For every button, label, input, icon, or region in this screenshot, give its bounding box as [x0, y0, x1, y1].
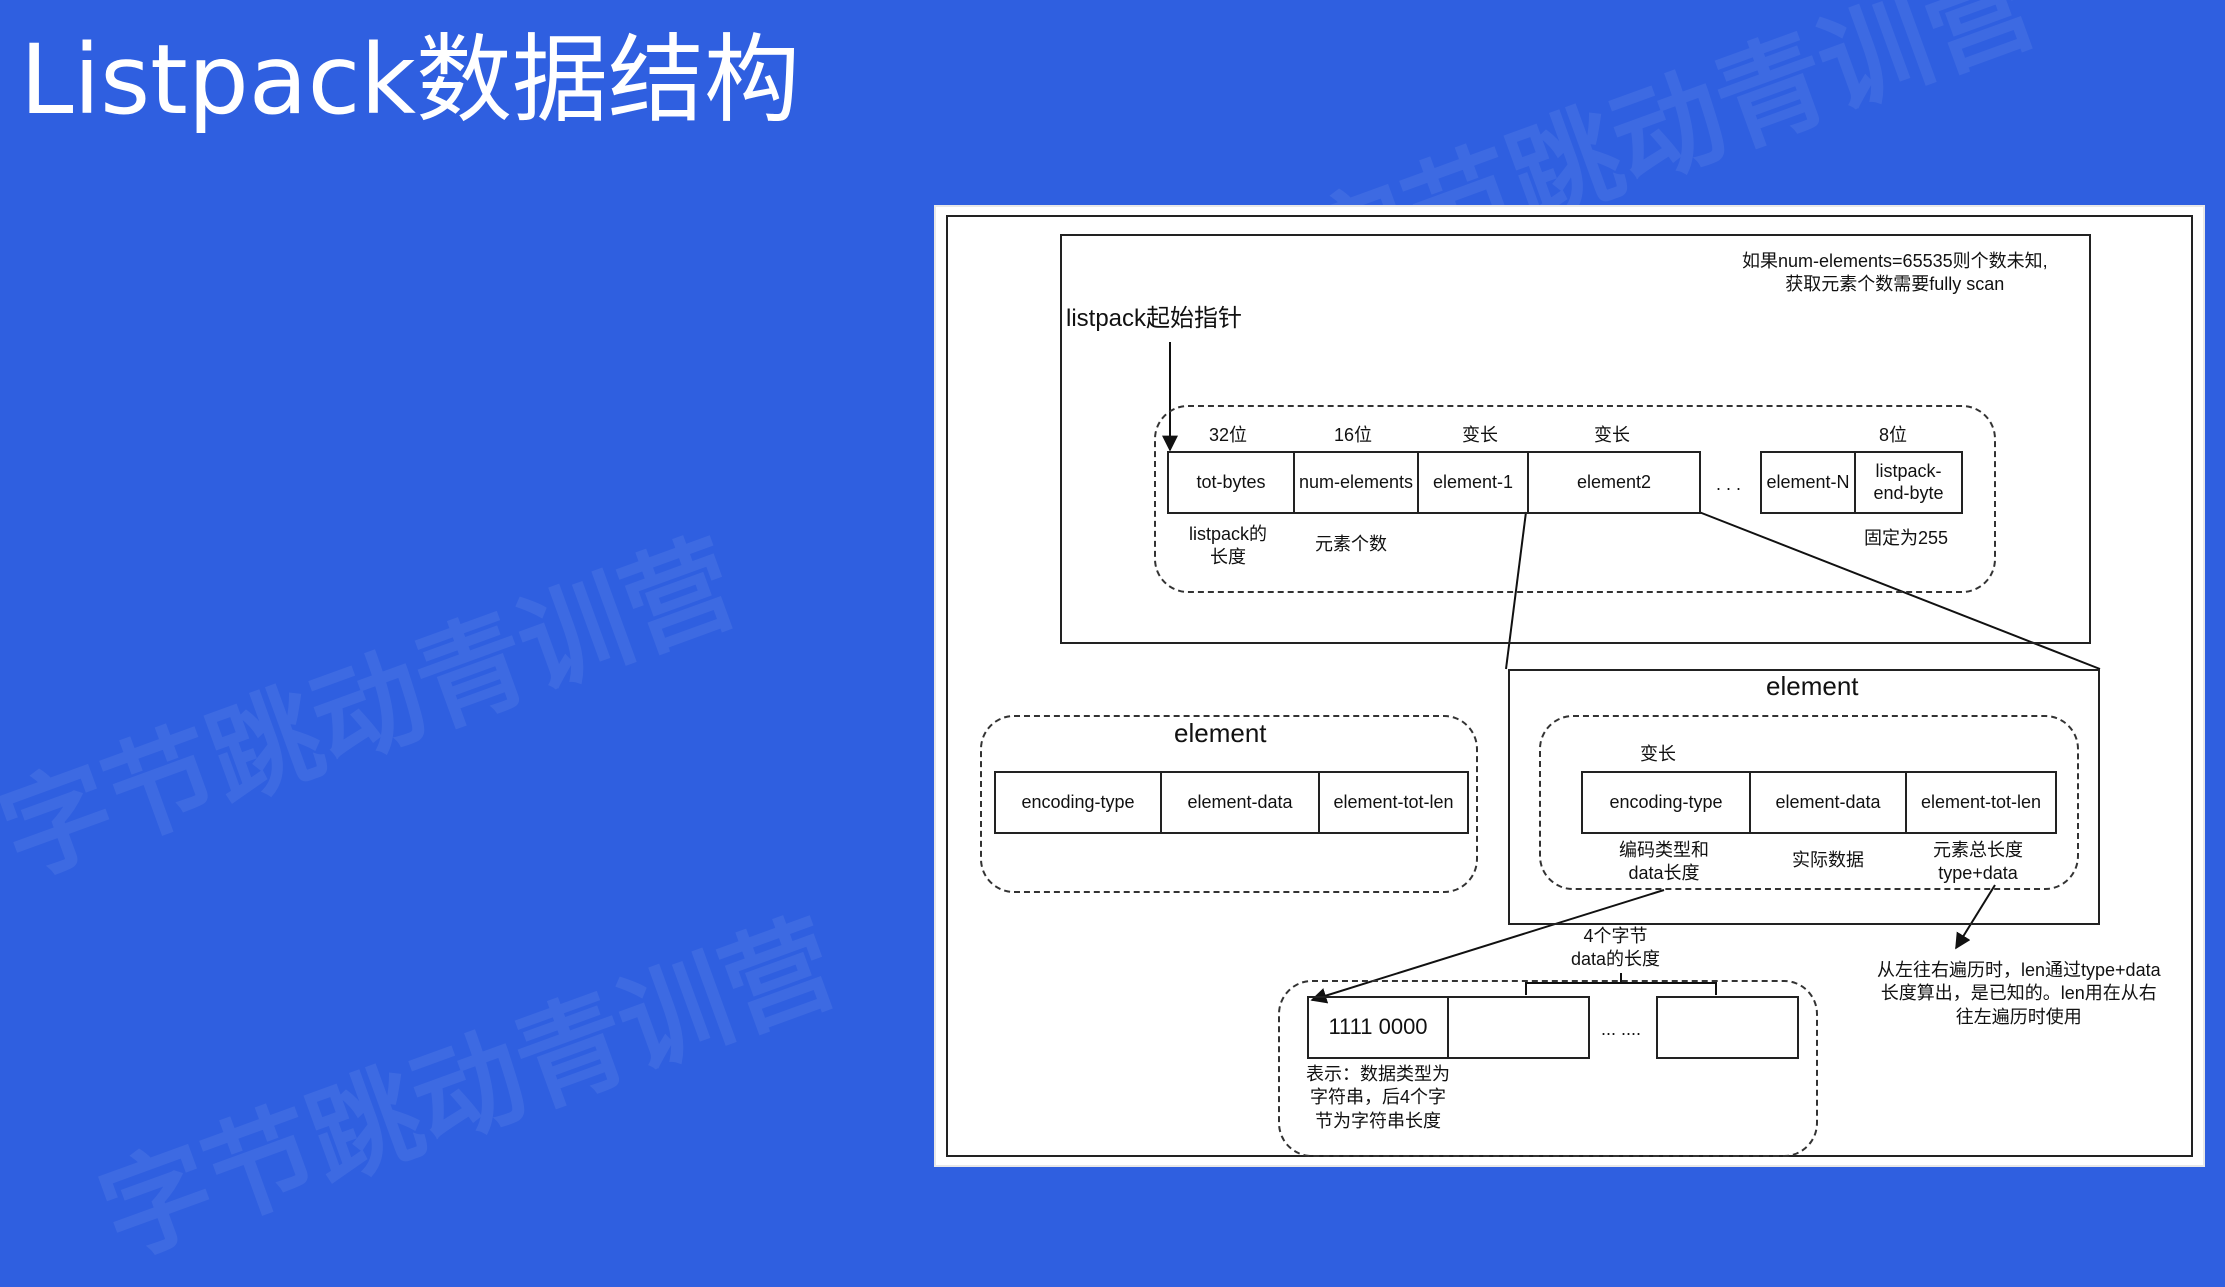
cell-element-n: element-N [1762, 453, 1856, 512]
cell-element-1: element-1 [1419, 453, 1529, 512]
listpack-row: tot-bytes num-elements element-1 element… [1167, 451, 1701, 514]
desc-tot-bytes: listpack的 长度 [1189, 523, 1267, 570]
bytes-label-line-2: data的长度 [1571, 949, 1661, 970]
right-note-line-3: 往左遍历时使用 [1955, 1006, 2082, 1027]
cell-byte-1 [1449, 998, 1588, 1057]
left-element-title: element [1174, 718, 1267, 748]
left-element-group [980, 715, 1478, 893]
desc-end-byte: 固定为255 [1864, 528, 1949, 548]
header-16: 16位 [1334, 425, 1373, 445]
right-note-line-1: 从左往右遍历时，len通过type+data [1877, 960, 2161, 980]
note-line-1: 如果num-elements=65535则个数未知, [1742, 251, 2048, 271]
listpack-dashed-group [1154, 405, 1996, 593]
desc-tot-bytes-line-2: 长度 [1210, 547, 1247, 568]
listpack-row-tail: element-N listpack-end-byte [1760, 451, 1963, 514]
desc-tot-bytes-line-1: listpack的 [1189, 524, 1268, 544]
bytes-label: 4个字节 data的长度 [1571, 925, 1660, 972]
right-element-group [1539, 715, 2079, 890]
encoding-desc-line-3: 节为字符串长度 [1315, 1110, 1441, 1131]
desc-num-elements: 元素个数 [1315, 534, 1387, 554]
header-32: 32位 [1209, 425, 1248, 445]
cell-element2: element2 [1576, 471, 1652, 492]
totlen-arrow [1955, 884, 1996, 950]
row-ellipsis: . . . [1716, 474, 1742, 494]
encoding-desc-line-2: 字符串，后4个字 [1309, 1087, 1446, 1108]
left-element-row: encoding-type element-data element-tot-l… [994, 771, 1469, 834]
right-note: 从左往右遍历时，len通过type+data 长度算出，是已知的。len用在从右… [1877, 959, 2161, 1029]
pointer-label: listpack起始指针 [1066, 305, 1243, 332]
watermark: 字节跳动青训营 [84, 897, 853, 1282]
encoding-desc-line-1: 表示：数据类型为 [1306, 1064, 1450, 1084]
encoding-desc: 表示：数据类型为 字符串，后4个字 节为字符串长度 [1306, 1063, 1450, 1133]
listpack-outer-box [1060, 234, 2091, 644]
encoding-detail-last [1656, 996, 1799, 1059]
desc-totlen-line-2: type+data [1938, 863, 2018, 884]
cell-tot-bytes: tot-bytes [1169, 453, 1295, 512]
encoding-detail-group [1278, 980, 1818, 1157]
bytes-label-line-1: 4个字节 [1583, 926, 1648, 946]
desc-totlen-line-1: 元素总长度 [1933, 840, 2023, 860]
header-var-1: 变长 [1462, 425, 1498, 445]
left-cell-element-tot-len: element-tot-len [1333, 791, 1454, 812]
header-var-2: 变长 [1594, 425, 1630, 445]
right-cell-element-tot-len: element-tot-len [1920, 791, 2042, 812]
cell-end-byte: listpack-end-byte [1873, 460, 1944, 503]
desc-encoding-line-1: 编码类型和 [1619, 840, 1709, 860]
desc-encoding: 编码类型和 data长度 [1619, 839, 1709, 886]
watermark: 字节跳动青训营 [0, 517, 753, 902]
cell-byte-last [1658, 998, 1797, 1057]
cell-1111-0000: 1111 0000 [1309, 998, 1449, 1057]
right-element-header: 变长 [1640, 744, 1676, 764]
right-note-line-2: 长度算出，是已知的。len用在从右 [1880, 983, 2157, 1004]
right-element-title: element [1766, 671, 1859, 701]
bytes-ellipsis: ... .... [1601, 1019, 1642, 1039]
desc-totlen: 元素总长度 type+data [1933, 839, 2023, 886]
right-element-row: encoding-type element-data element-tot-l… [1581, 771, 2057, 834]
desc-data: 实际数据 [1792, 850, 1864, 870]
desc-encoding-line-2: data长度 [1628, 863, 1700, 884]
cell-num-elements: num-elements [1295, 453, 1419, 512]
right-cell-encoding-type: encoding-type [1583, 773, 1751, 832]
diagram-panel: 如果num-elements=65535则个数未知, 获取元素个数需要fully… [934, 205, 2205, 1167]
right-cell-element-data: element-data [1751, 773, 1907, 832]
note-fully-scan: 如果num-elements=65535则个数未知, 获取元素个数需要fully… [1742, 250, 2048, 297]
left-cell-encoding-type: encoding-type [996, 773, 1162, 832]
encoding-detail-row: 1111 0000 [1307, 996, 1590, 1059]
right-element-box [1508, 669, 2100, 925]
note-line-2: 获取元素个数需要fully scan [1785, 274, 2005, 295]
left-cell-element-data: element-data [1162, 773, 1320, 832]
header-8: 8位 [1879, 425, 1908, 445]
page-title: Listpack数据结构 [20, 24, 800, 136]
